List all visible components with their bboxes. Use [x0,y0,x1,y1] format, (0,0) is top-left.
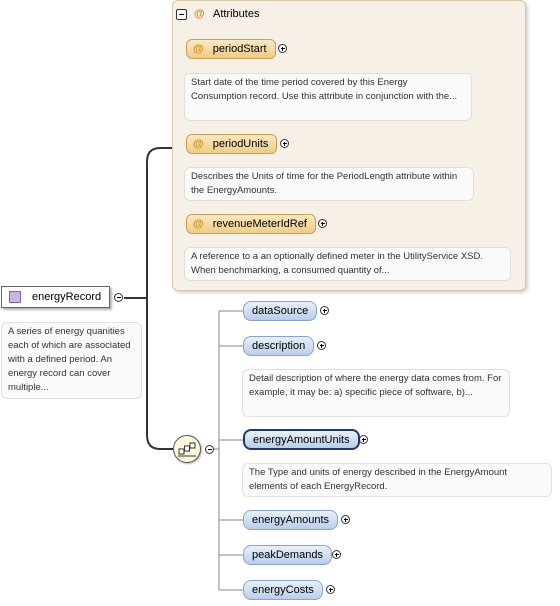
attribute-revenue-meter-id-ref[interactable]: @ revenueMeterIdRef [186,214,316,234]
element-energy-costs[interactable]: energyCosts [243,580,323,600]
description-element-description: Detail description of where the energy d… [242,369,510,417]
attribute-period-start[interactable]: @ periodStart [186,39,276,59]
expand-energy-amount-units-button[interactable] [359,435,368,444]
sequence-compositor-icon[interactable] [173,435,201,463]
attributes-at-icon: @ [194,8,205,20]
revenue-meter-id-ref-description: A reference to a an optionally defined m… [184,247,511,281]
period-units-description: Describes the Units of time for the Peri… [184,167,474,201]
element-peak-demands[interactable]: peakDemands [243,545,332,565]
expand-energy-amounts-button[interactable] [341,515,350,524]
attribute-period-units[interactable]: @ periodUnits [186,134,278,154]
expand-data-source-button[interactable] [320,306,329,315]
expand-energy-costs-button[interactable] [326,585,335,594]
expand-period-start-button[interactable] [278,44,287,53]
attributes-title: Attributes [213,8,260,20]
root-description: A series of energy quanities each of whi… [1,322,142,399]
expand-description-button[interactable] [317,341,326,350]
period-start-description: Start date of the time period covered by… [184,73,472,121]
element-energy-amounts[interactable]: energyAmounts [243,510,339,530]
root-element-label: energyRecord [32,291,102,303]
expand-peak-demands-button[interactable] [332,550,341,559]
element-description[interactable]: description [243,336,315,356]
element-label: description [252,340,306,352]
element-label: energyAmountUnits [253,433,350,446]
root-element-energy-record[interactable]: energyRecord [1,286,110,308]
element-label: dataSource [252,305,309,317]
element-icon [9,291,21,303]
expand-revenue-meter-id-ref-button[interactable] [318,219,327,228]
expand-period-units-button[interactable] [280,139,289,148]
element-energy-amount-units[interactable]: energyAmountUnits [243,429,360,450]
element-label: peakDemands [252,549,323,561]
attribute-label: periodUnits [212,138,269,150]
collapse-sequence-button[interactable] [205,445,214,454]
collapse-root-button[interactable] [114,293,123,302]
element-data-source[interactable]: dataSource [243,301,318,321]
attribute-at-icon: @ [193,43,204,55]
element-label: energyCosts [252,584,314,596]
attribute-label: periodStart [212,43,267,55]
energy-amount-units-description: The Type and units of energy described i… [242,463,552,497]
element-label: energyAmounts [252,514,330,526]
attribute-label: revenueMeterIdRef [212,218,307,230]
attribute-at-icon: @ [193,218,204,230]
collapse-attributes-button[interactable] [176,9,187,20]
attribute-at-icon: @ [193,138,204,150]
